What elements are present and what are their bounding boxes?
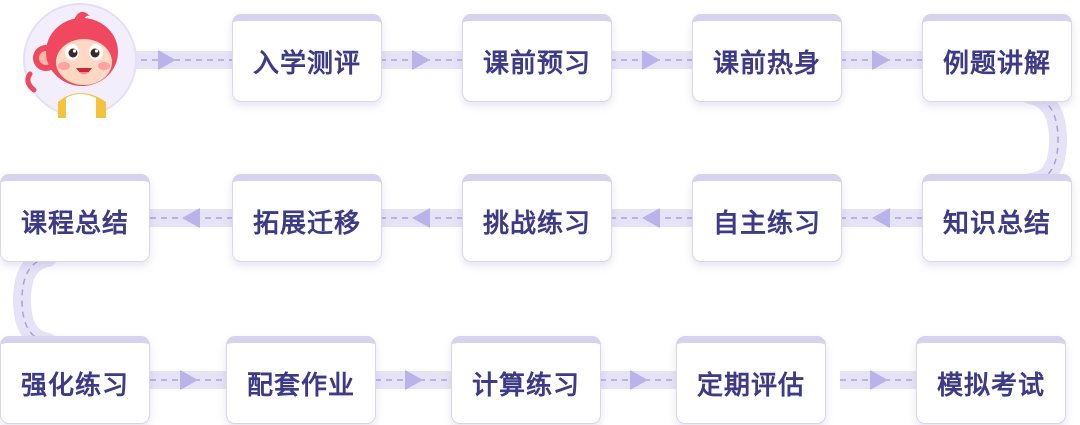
arrow-right-icon bbox=[405, 370, 423, 390]
step-label: 自主练习 bbox=[712, 208, 821, 239]
step-label: 计算练习 bbox=[471, 370, 580, 401]
step-label: 入学测评 bbox=[252, 48, 361, 79]
step-card: 入学测评 bbox=[232, 14, 382, 102]
step-label: 挑战练习 bbox=[482, 208, 591, 239]
arrow-left-icon bbox=[872, 208, 890, 228]
step-label: 课前预习 bbox=[482, 48, 591, 79]
turn-connector-right bbox=[1021, 86, 1068, 191]
arrow-right-icon bbox=[158, 50, 176, 70]
step-label: 强化练习 bbox=[20, 370, 129, 401]
arrow-right-icon bbox=[870, 370, 888, 390]
turn-connector-left-dash bbox=[21, 257, 49, 343]
step-card: 拓展迁移 bbox=[232, 174, 382, 262]
step-label: 配套作业 bbox=[246, 370, 355, 401]
step-card: 课前预习 bbox=[462, 14, 612, 102]
step-label: 例题讲解 bbox=[942, 48, 1051, 79]
step-label: 拓展迁移 bbox=[252, 208, 361, 239]
monkey-mascot-icon bbox=[23, 3, 137, 118]
step-card: 挑战练习 bbox=[462, 174, 612, 262]
step-card: 模拟考试 bbox=[916, 336, 1066, 424]
arrow-right-icon bbox=[412, 50, 430, 70]
step-label: 课程总结 bbox=[20, 208, 129, 239]
step-label: 课前热身 bbox=[712, 48, 821, 79]
step-card: 课前热身 bbox=[692, 14, 842, 102]
step-card: 定期评估 bbox=[676, 336, 826, 424]
arrow-right-icon bbox=[630, 370, 648, 390]
arrow-left-icon bbox=[642, 208, 660, 228]
step-label: 模拟考试 bbox=[936, 370, 1045, 401]
arrow-left-icon bbox=[182, 208, 200, 228]
arrow-left-icon bbox=[412, 208, 430, 228]
step-label: 定期评估 bbox=[696, 370, 805, 401]
step-card: 例题讲解 bbox=[922, 14, 1072, 102]
step-label: 知识总结 bbox=[942, 208, 1051, 239]
arrow-right-icon bbox=[642, 50, 660, 70]
step-card: 课程总结 bbox=[0, 174, 150, 262]
step-card: 配套作业 bbox=[226, 336, 376, 424]
step-card: 自主练习 bbox=[692, 174, 842, 262]
arrow-right-icon bbox=[180, 370, 198, 390]
step-card: 计算练习 bbox=[451, 336, 601, 424]
arrow-right-icon bbox=[872, 50, 890, 70]
turn-connector-left bbox=[12, 249, 57, 351]
step-card: 强化练习 bbox=[0, 336, 150, 424]
step-card: 知识总结 bbox=[922, 174, 1072, 262]
